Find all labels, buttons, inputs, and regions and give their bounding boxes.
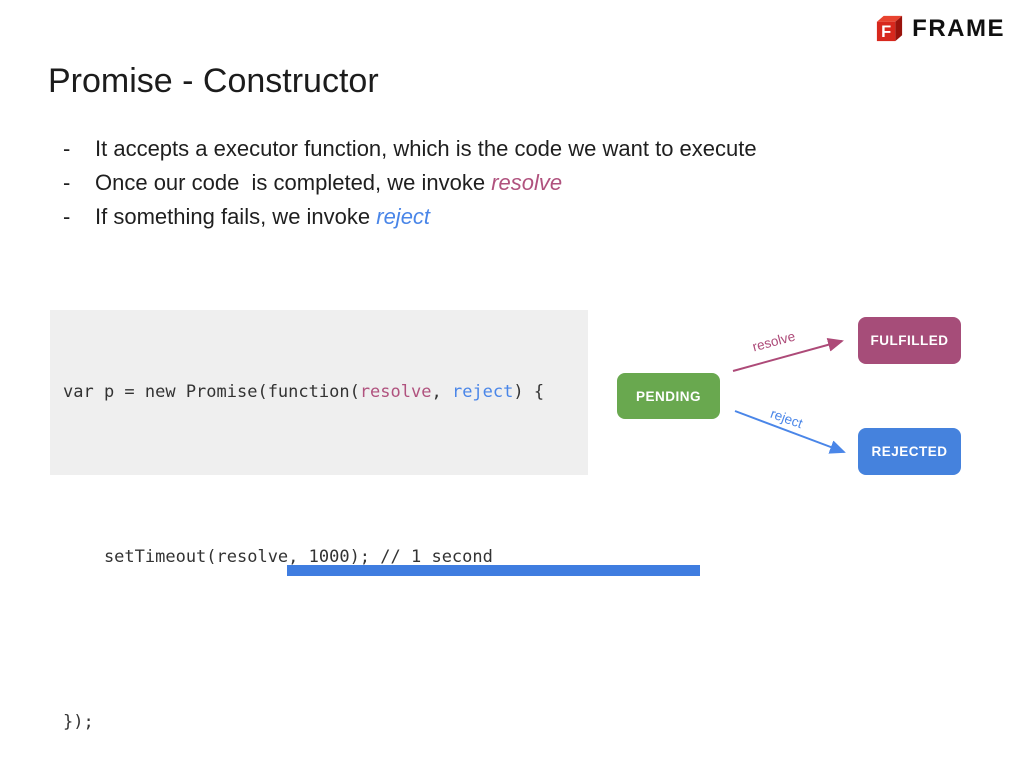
bullet-dash: - [63, 136, 71, 161]
code-line-1: var p = new Promise(function(resolve, re… [63, 379, 578, 407]
brand-name: FRAME [912, 14, 1005, 42]
bullet-text: It accepts a executor function, which is… [95, 136, 757, 161]
code-token: , [431, 382, 452, 402]
code-blank-line [63, 462, 578, 490]
logo-letter: F [881, 23, 891, 41]
code-snippet: var p = new Promise(function(resolve, re… [50, 310, 588, 732]
bullet-list: - It accepts a executor function, which … [63, 132, 757, 234]
slide-title: Promise - Constructor [48, 62, 379, 100]
code-token: var p = new Promise(function( [63, 382, 360, 402]
bullet-accent-reject: reject [376, 204, 431, 229]
code-token: ) { [513, 382, 545, 402]
bullet-item: - Once our code is completed, we invoke … [63, 166, 757, 200]
bullet-text: Once our code is completed, we invoke [95, 170, 492, 195]
bullet-item: - It accepts a executor function, which … [63, 132, 757, 166]
state-box-pending: PENDING [617, 373, 720, 419]
bullet-dash: - [63, 204, 71, 229]
state-box-rejected: REJECTED [858, 428, 961, 475]
resolve-arrow [732, 337, 844, 372]
frame-logo: F FRAME [874, 13, 1005, 44]
bullet-accent-resolve: resolve [491, 170, 563, 195]
code-blank-line [63, 627, 578, 655]
player-progress-bar [287, 565, 700, 576]
bullet-dash: - [63, 170, 71, 195]
state-box-fulfilled: FULFILLED [858, 317, 961, 364]
reject-arrow [734, 410, 846, 454]
code-token-resolve: resolve [359, 382, 432, 402]
bullet-item: - If something fails, we invoke reject [63, 200, 757, 234]
code-line-5: }); [63, 712, 94, 732]
frame-cube-icon: F [877, 15, 903, 41]
code-token-reject: reject [451, 382, 514, 402]
transition-arrows [732, 337, 846, 454]
bullet-text: If something fails, we invoke [95, 204, 377, 229]
code-line-3: setTimeout(resolve, 1000); // 1 second [63, 547, 493, 567]
